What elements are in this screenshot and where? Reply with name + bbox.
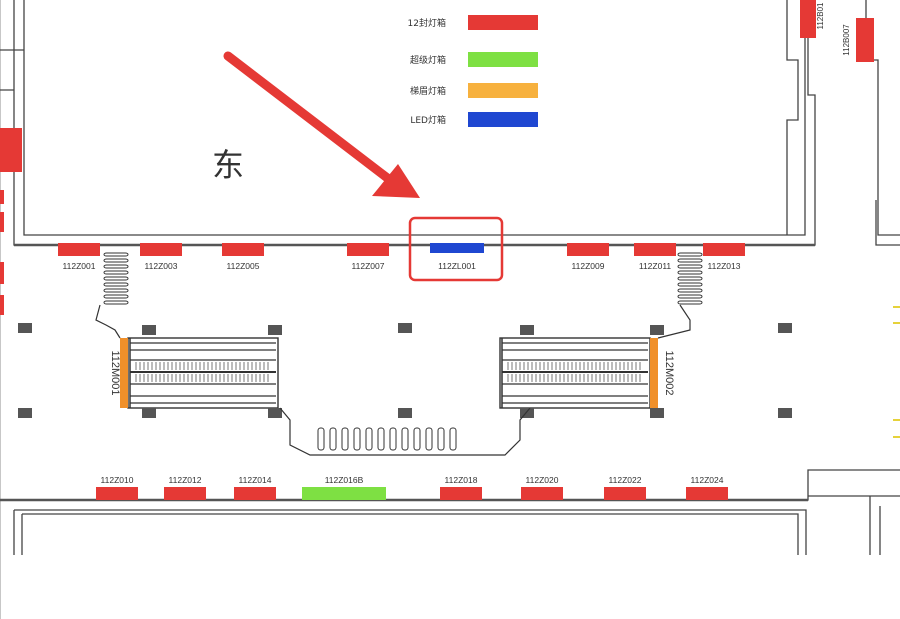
stair-step <box>103 276 129 281</box>
stair-step <box>341 427 349 451</box>
ad-box <box>302 487 386 500</box>
ad-box-label: 112Z020 <box>526 475 559 485</box>
escalator-label-right: 112M002 <box>663 350 675 395</box>
ad-boxes: 112Z001 112Z003 112Z005 112Z007 112ZL001 112Z… <box>58 216 745 500</box>
ad-box-label: 112Z012 <box>169 475 202 485</box>
direction-label: 东 <box>212 146 244 184</box>
escalator-left: 112M001 <box>109 325 282 418</box>
ad-box-label: 112Z013 <box>708 261 741 271</box>
stair-step <box>377 427 385 451</box>
legend-label: 12封灯箱 <box>408 17 446 29</box>
ad-box-label: 112Z003 <box>145 261 178 271</box>
stair-step <box>425 427 433 451</box>
ad-box <box>604 487 646 500</box>
ad-box <box>430 243 484 253</box>
ad-box-label: 112Z007 <box>352 261 385 271</box>
ad-box <box>164 487 206 500</box>
stair-step <box>103 270 129 275</box>
stair-rails <box>95 304 691 456</box>
ad-box-label: 112Z022 <box>609 475 642 485</box>
stair-step <box>677 282 703 287</box>
column <box>398 323 412 333</box>
left-edge-red-text <box>0 190 4 315</box>
stair-step <box>103 300 129 305</box>
legend-label: 梯眉灯箱 <box>410 85 446 97</box>
legend-label: 超级灯箱 <box>410 54 446 66</box>
ad-box-label: 112ZL001 <box>438 261 476 271</box>
stair-step <box>677 288 703 293</box>
legend-label: LED灯箱 <box>410 114 446 126</box>
ad-box <box>634 243 676 256</box>
ad-box <box>96 487 138 500</box>
ad-box <box>234 487 276 500</box>
stair-step <box>677 294 703 299</box>
stair-step <box>103 288 129 293</box>
escalator-right: 112M002 <box>499 325 675 418</box>
left-edge-box <box>0 128 22 172</box>
legend-swatch <box>468 52 538 67</box>
ad-box-label: 112Z011 <box>639 261 672 271</box>
stair-step <box>329 427 337 451</box>
ad-box <box>703 243 745 256</box>
legend-swatch <box>468 83 538 98</box>
stair-step <box>677 270 703 275</box>
legend-swatch <box>468 112 538 127</box>
column <box>18 408 32 418</box>
ad-box <box>140 243 182 256</box>
stair-step <box>103 282 129 287</box>
stair-step <box>401 427 409 451</box>
stair-step <box>389 427 397 451</box>
right-edge-box-2 <box>856 18 874 62</box>
pointer-arrow <box>223 51 420 198</box>
ad-box <box>521 487 563 500</box>
right-edge-yellow-marks <box>893 306 900 438</box>
column <box>18 323 32 333</box>
stair-step <box>413 427 421 451</box>
right-edge-box-1 <box>800 0 816 38</box>
stair-step <box>449 427 457 451</box>
ad-box-label: 112Z016B <box>325 475 364 485</box>
stairs <box>103 252 703 451</box>
stair-step <box>103 258 129 263</box>
stair-step <box>317 427 325 451</box>
highlight-frame <box>408 216 504 282</box>
ad-box <box>58 243 100 256</box>
stair-step <box>677 276 703 281</box>
stair-step <box>103 252 129 257</box>
ad-box-label: 112Z018 <box>445 475 478 485</box>
ad-box <box>686 487 728 500</box>
ad-box <box>567 243 609 256</box>
ad-box <box>347 243 389 256</box>
right-edge-box-label-1: 112B01 <box>816 2 825 30</box>
stair-step <box>677 300 703 305</box>
stair-step <box>365 427 373 451</box>
column <box>398 408 412 418</box>
column <box>778 323 792 333</box>
legend-swatch <box>468 15 538 30</box>
right-edge-box-label-2: 112B007 <box>842 24 851 56</box>
stair-step <box>677 264 703 269</box>
ad-box-label: 112Z024 <box>691 475 724 485</box>
ad-box-label: 112Z005 <box>227 261 260 271</box>
stair-step <box>677 258 703 263</box>
stair-step <box>437 427 445 451</box>
stair-step <box>353 427 361 451</box>
stair-step <box>103 294 129 299</box>
ad-box-label: 112Z010 <box>101 475 134 485</box>
ad-box <box>222 243 264 256</box>
ad-box-label: 112Z009 <box>572 261 605 271</box>
stair-step <box>103 264 129 269</box>
ad-box <box>440 487 482 500</box>
column <box>778 408 792 418</box>
ad-box-label: 112Z014 <box>239 475 272 485</box>
stair-step <box>677 252 703 257</box>
escalator-label-left: 112M001 <box>109 350 121 395</box>
ad-box-label: 112Z001 <box>63 261 96 271</box>
structural-columns <box>18 323 792 418</box>
